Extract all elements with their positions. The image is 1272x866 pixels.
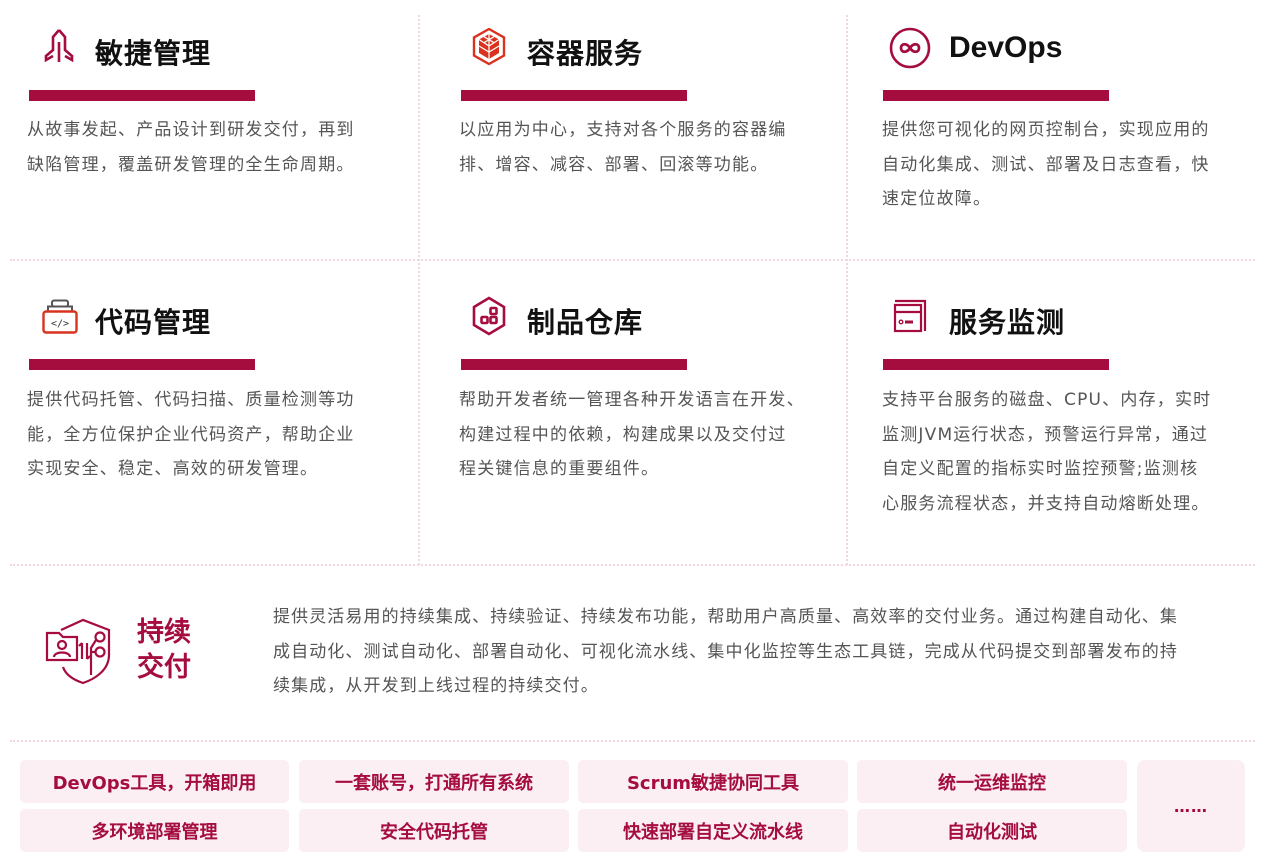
feature-description: 提供代码托管、代码扫描、质量检测等功 能，全方位保护企业代码资产，帮助企业 实现… [27,383,412,487]
feature-description: 帮助开发者统一管理各种开发语言在开发、 构建过程中的依赖，构建成果以及交付过 程… [459,383,848,487]
artifact-hexagon-icon [471,296,511,336]
description-line: 排、增容、减容、部署、回滚等功能。 [459,154,769,175]
description-line: 成自动化、测试自动化、部署自动化、可视化流水线、集中化监控等生态工具链，完成从代… [273,641,1178,662]
feature-grid [10,15,1255,566]
feature-card-agile: 敏捷管理 从故事发起、产品设计到研发交付，再到 缺陷管理，覆盖研发管理的全生命周… [0,0,419,260]
svg-text:</>: </> [51,319,69,330]
feature-description: 提供您可视化的网页控制台，实现应用的 自动化集成、测试、部署及日志查看，快 速定… [882,113,1267,217]
grid-divider-horizontal [10,564,1255,566]
title-line: 交付 [137,652,191,683]
description-line: 提供灵活易用的持续集成、持续验证、持续发布功能，帮助用户高质量、高效率的交付业务… [273,607,1178,627]
feature-header: 敏捷管理 [29,28,289,101]
feature-header: </> 代码管理 [29,297,289,370]
feature-title: 敏捷管理 [95,37,212,70]
description-line: 支持平台服务的磁盘、CPU、内存，实时 [882,390,1212,410]
title-underline [461,359,687,370]
feature-card-code: </> 代码管理 提供代码托管、代码扫描、质量检测等功 能，全方位保护企业代码资… [0,260,419,565]
shield-delivery-icon [43,615,115,687]
description-line: 自定义配置的指标实时监控预警;监测核 [882,459,1199,479]
tag-secure-code-hosting[interactable]: 安全代码托管 [299,809,569,852]
more-tags-button[interactable]: …… [1137,760,1245,852]
grid-divider-horizontal [10,259,1255,261]
feature-tags: DevOps工具，开箱即用 一套账号，打通所有系统 Scrum敏捷协同工具 统一… [20,760,1245,853]
continuous-delivery-title: 持续 交付 [137,615,197,685]
description-line: 提供代码托管、代码扫描、质量检测等功 [27,390,355,410]
feature-title: 制品仓库 [527,306,644,339]
container-cube-icon [471,27,511,68]
description-line: 以应用为中心，支持对各个服务的容器编 [459,120,787,140]
description-line: 心服务流程状态，并支持自动熔断处理。 [882,493,1210,514]
description-line: 程关键信息的重要组件。 [459,459,660,479]
description-line: 能，全方位保护企业代码资产，帮助企业 [27,424,355,445]
tag-scrum-tool[interactable]: Scrum敏捷协同工具 [578,760,848,803]
feature-card-monitor: 服务监测 支持平台服务的磁盘、CPU、内存，实时 监测JVM运行状态，预警运行异… [848,260,1272,565]
description-line: 帮助开发者统一管理各种开发语言在开发、 [459,390,805,410]
feature-card-container: 容器服务 以应用为中心，支持对各个服务的容器编 排、增容、减容、部署、回滚等功能… [420,0,848,260]
title-underline [883,359,1109,370]
feature-card-artifact: 制品仓库 帮助开发者统一管理各种开发语言在开发、 构建过程中的依赖，构建成果以及… [420,260,848,565]
feature-description: 从故事发起、产品设计到研发交付，再到 缺陷管理，覆盖研发管理的全生命周期。 [27,113,407,182]
description-line: 自动化集成、测试、部署及日志查看，快 [882,154,1210,175]
feature-header: 服务监测 [883,297,1143,370]
description-line: 续集成，从开发到上线过程的持续交付。 [273,676,599,696]
section-divider [10,740,1255,742]
title-underline [883,90,1109,101]
feature-description: 支持平台服务的磁盘、CPU、内存，实时 监测JVM运行状态，预警运行异常，通过 … [882,383,1267,521]
feature-header: DevOps [883,27,1143,101]
description-line: 速定位故障。 [882,189,992,209]
grid-divider-vertical [418,15,420,565]
tag-automated-testing[interactable]: 自动化测试 [857,809,1127,852]
feature-card-devops: DevOps 提供您可视化的网页控制台，实现应用的 自动化集成、测试、部署及日志… [848,0,1272,260]
infinity-icon [889,27,931,69]
title-underline [29,90,255,101]
feature-title: 服务监测 [949,306,1066,339]
server-monitor-icon [893,299,933,339]
feature-header: 容器服务 [461,27,721,101]
continuous-delivery-description: 提供灵活易用的持续集成、持续验证、持续发布功能，帮助用户高质量、高效率的交付业务… [273,600,1243,704]
tag-custom-pipeline[interactable]: 快速部署自定义流水线 [578,809,848,852]
description-line: 从故事发起、产品设计到研发交付，再到 [27,120,355,140]
tag-single-account[interactable]: 一套账号，打通所有系统 [299,760,569,803]
description-line: 监测JVM运行状态，预警运行异常，通过 [882,424,1209,445]
title-underline [461,90,687,101]
rocket-icon [41,28,81,68]
title-underline [29,359,255,370]
feature-title: 代码管理 [95,306,212,339]
feature-title: 容器服务 [527,37,644,70]
code-box-icon: </> [42,299,82,339]
feature-title: DevOps [949,31,1063,64]
tag-unified-ops-monitor[interactable]: 统一运维监控 [857,760,1127,803]
tag-multi-env-deploy[interactable]: 多环境部署管理 [20,809,289,852]
description-line: 实现安全、稳定、高效的研发管理。 [27,459,319,479]
feature-description: 以应用为中心，支持对各个服务的容器编 排、增容、减容、部署、回滚等功能。 [459,113,844,182]
continuous-delivery-section: 持续 交付 提供灵活易用的持续集成、持续验证、持续发布功能，帮助用户高质量、高效… [0,565,1272,742]
description-line: 缺陷管理，覆盖研发管理的全生命周期。 [27,154,355,175]
feature-header: 制品仓库 [461,296,721,370]
grid-divider-vertical [846,15,848,565]
description-line: 构建过程中的依赖，构建成果以及交付过 [459,424,787,445]
description-line: 提供您可视化的网页控制台，实现应用的 [882,120,1210,140]
tag-devops-tools[interactable]: DevOps工具，开箱即用 [20,760,289,803]
title-line: 持续 [137,617,191,648]
